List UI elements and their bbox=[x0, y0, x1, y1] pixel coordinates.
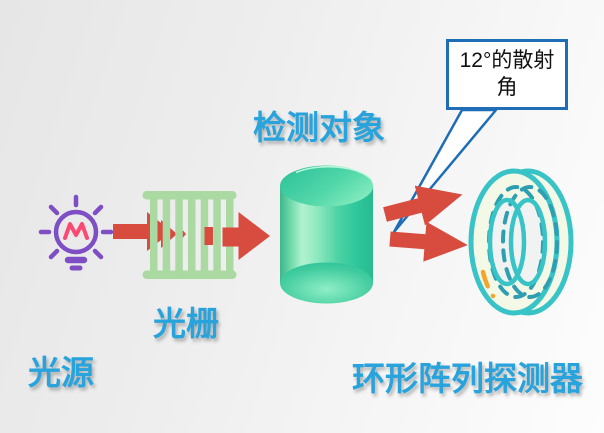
red-beam-arrow-grating-to-object bbox=[204, 212, 270, 260]
cylinder-object-icon bbox=[280, 165, 373, 304]
detector-segment-highlight-icon bbox=[480, 269, 496, 299]
label-detection-object: 检测对象 bbox=[253, 109, 385, 146]
grating-icon bbox=[142, 191, 237, 279]
scatter-angle-callout: 12°的散射角 bbox=[446, 39, 568, 110]
red-scattered-beam-arrow-upper bbox=[383, 185, 463, 226]
light-bulb-icon bbox=[38, 194, 114, 271]
filament-icon bbox=[63, 222, 89, 240]
label-light-source: 光源 bbox=[28, 354, 94, 391]
label-ring-detector: 环形阵列探测器 bbox=[352, 360, 583, 397]
label-grating: 光栅 bbox=[153, 305, 219, 342]
red-scattered-beam-arrow-lower bbox=[389, 221, 468, 262]
ring-detector-icon bbox=[468, 168, 574, 316]
